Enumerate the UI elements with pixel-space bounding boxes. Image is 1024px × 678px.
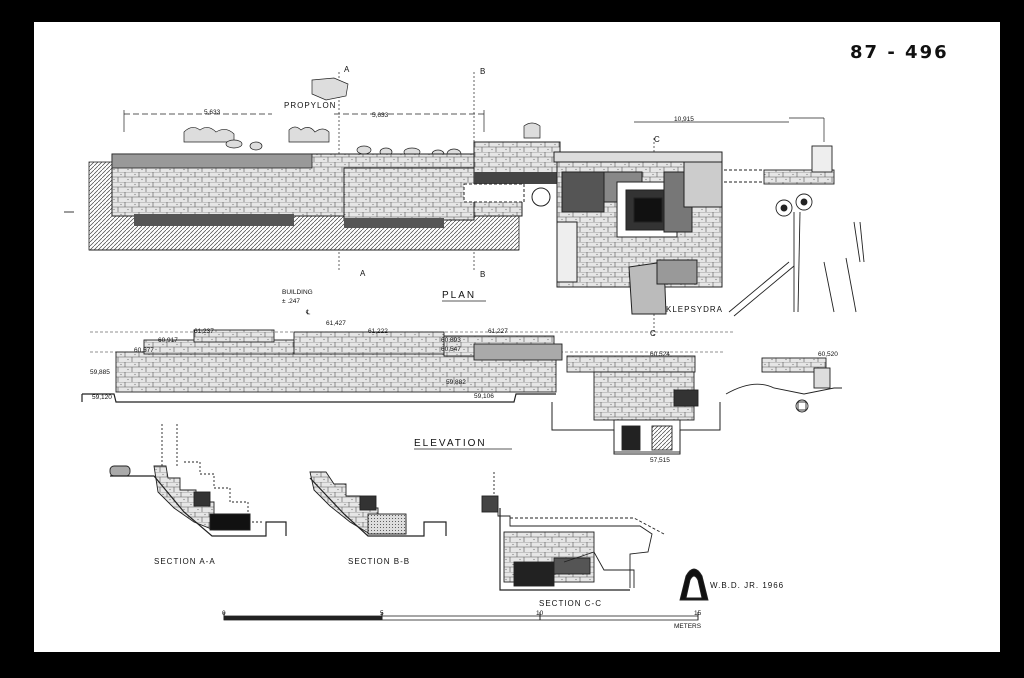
level-60524: 60,524 xyxy=(650,351,670,358)
section-a-a-label: SECTION A-A xyxy=(154,557,216,566)
level-60917: 60,917 xyxy=(158,337,178,344)
dimension-3: 10,915 xyxy=(674,116,694,123)
section-mark-a-top: A xyxy=(344,65,350,74)
level-61427: 61,427 xyxy=(326,320,346,327)
dimension-1: 5,633 xyxy=(204,109,221,116)
plan-title: PLAN xyxy=(442,290,476,301)
level-61227: 61,227 xyxy=(488,328,508,335)
elevation-view: BUILDING ± .247 ℄ 61,237 60,917 61,427 6… xyxy=(81,289,842,464)
elevation-title: ELEVATION xyxy=(414,438,487,449)
level-60893: 60,893 xyxy=(441,337,461,344)
channel-plan xyxy=(64,145,865,317)
dimension-2: 5,633 xyxy=(372,112,389,119)
signature: W.B.D. JR. 1966 xyxy=(710,581,784,590)
building-label: BUILDING xyxy=(282,289,313,296)
section-mark-a-bottom: A xyxy=(360,269,366,278)
level-59106: 59,106 xyxy=(474,393,494,400)
architectural-drawing: 87 - 496 5,633 5,633 10,915 A B A B C C … xyxy=(64,42,949,630)
klepsydra-label: KLEPSYDRA xyxy=(666,305,723,314)
section-c-c: SECTION C-C xyxy=(481,472,709,608)
scale-tick-10: 10 xyxy=(536,610,544,617)
plan-view: 5,633 5,633 10,915 A B A B C C PROPYLON xyxy=(64,65,865,338)
building-value: ± .247 xyxy=(282,298,300,305)
propylon-label: PROPYLON xyxy=(284,101,336,110)
scale-tick-5: 5 xyxy=(380,610,384,617)
section-mark-b-bottom: B xyxy=(480,270,486,279)
level-61222: 61,222 xyxy=(368,328,388,335)
level-59120: 59,120 xyxy=(92,394,112,401)
scale-tick-15: 15 xyxy=(694,610,702,617)
sheet-number: 87 - 496 xyxy=(850,42,949,63)
section-c-c-label: SECTION C-C xyxy=(539,599,602,608)
level-61237: 61,237 xyxy=(194,328,214,335)
level-60577: 60,577 xyxy=(134,347,154,354)
level-57515: 57,515 xyxy=(650,457,670,464)
level-60520: 60,520 xyxy=(818,351,838,358)
scale-unit: METERS xyxy=(674,623,702,630)
level-59882: 59,882 xyxy=(446,379,466,386)
section-mark-c-top: C xyxy=(654,135,661,144)
centerline-symbol: ℄ xyxy=(305,309,311,316)
scale-tick-0: 0 xyxy=(222,610,226,617)
scale-bar: 0 5 10 15 METERS xyxy=(222,610,702,630)
klepsydra-elevation xyxy=(551,355,721,455)
section-b-b-label: SECTION B-B xyxy=(348,557,410,566)
channel-elevation xyxy=(725,357,842,413)
level-59885: 59,885 xyxy=(90,369,110,376)
section-mark-b-top: B xyxy=(480,67,486,76)
section-mark-c-bottom: C xyxy=(650,329,657,338)
elevation-wall xyxy=(81,329,563,403)
wall-plan xyxy=(88,141,561,251)
section-b-b: SECTION B-B xyxy=(309,471,447,566)
drawing-sheet: 87 - 496 5,633 5,633 10,915 A B A B C C … xyxy=(34,22,1000,652)
section-a-a: SECTION A-A xyxy=(109,424,287,566)
klepsydra-plan xyxy=(553,151,723,315)
level-60547: 60,547 xyxy=(441,346,461,353)
